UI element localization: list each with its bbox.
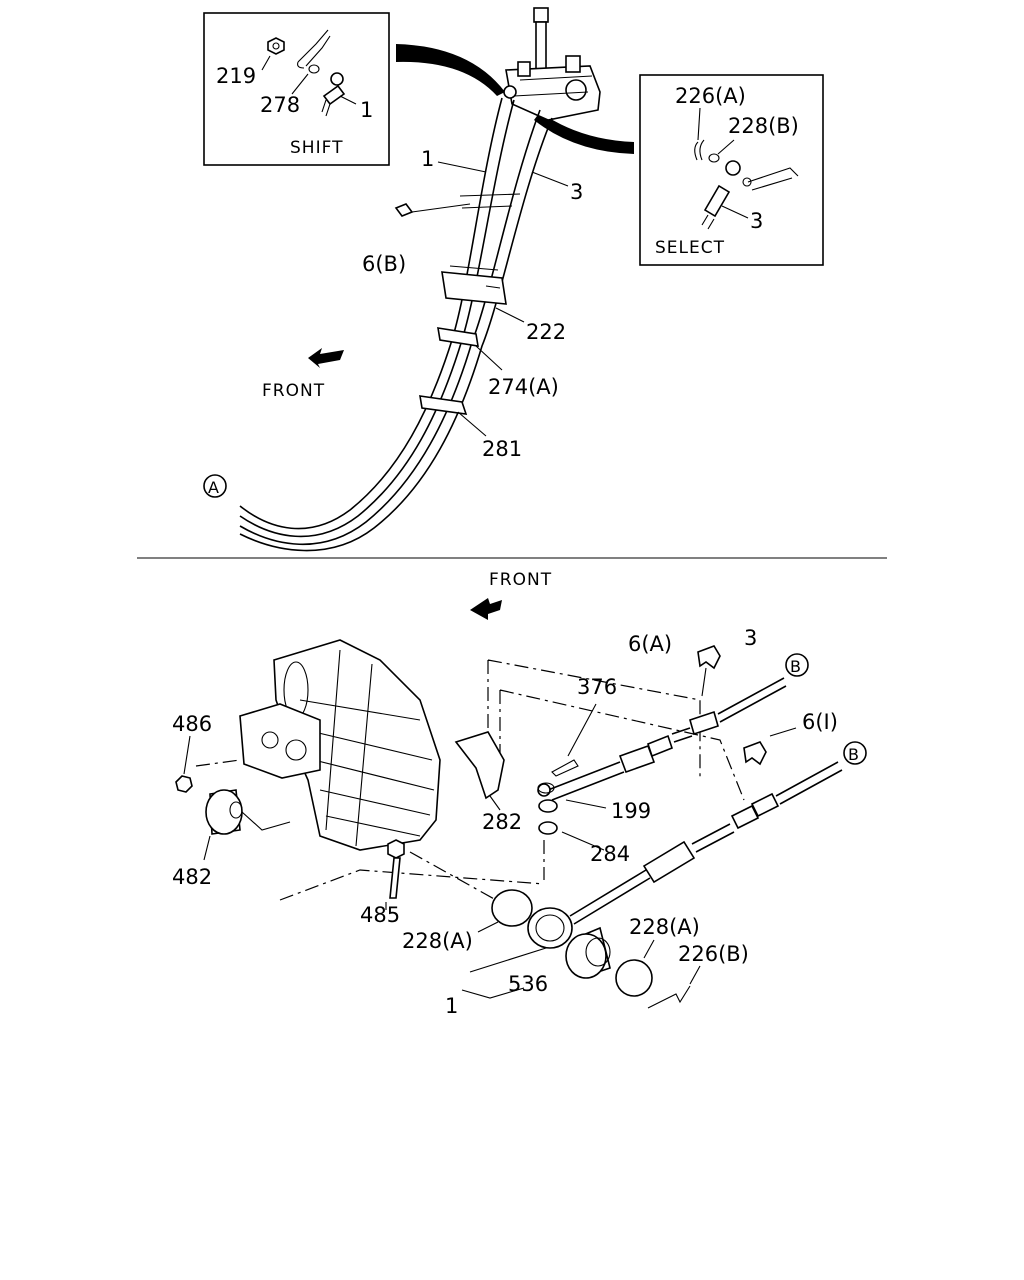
clamp-274a-icon [437,327,479,347]
label-228a-right: 228(A) [629,915,700,939]
washer-228b-icon [708,153,720,163]
circle-marker-a [203,474,227,498]
label-274a: 274(A) [488,375,559,399]
bushing-482-icon [205,789,243,835]
pin-376-icon [551,759,579,777]
select-bracket [747,167,799,191]
circle-marker-a-text: A [208,478,219,497]
bushing-536-icon [565,926,611,979]
label-376: 376 [577,675,617,699]
front-arrow-lower-icon [470,598,502,620]
shift-caption: SHIFT [290,138,343,158]
label-228b: 228(B) [728,114,799,138]
label-284: 284 [590,842,630,866]
bolt-485-icon [387,839,405,899]
ball-joint-select-icon [725,160,741,176]
clip-6a-icon [697,645,721,670]
circle-marker-b2-text: B [848,745,859,764]
label-226a: 226(A) [675,84,746,108]
label-6i: 6(I) [802,710,838,734]
shift-housing-icon [239,703,321,779]
select-caption: SELECT [655,238,725,258]
washer-228a-left-icon [491,889,533,927]
front-label-lower: FRONT [489,570,552,590]
select-rod-end-icon [703,184,731,218]
callout-arrow-shift [396,44,505,96]
washer-199-icon [537,782,555,794]
clip-6i-icon [743,741,767,766]
upper-section: 219 278 1 SHIFT 226(A) 228(B) 3 SELECT [203,7,824,552]
label-1-lower: 1 [445,994,458,1018]
label-482: 482 [172,865,212,889]
bracket-222-icon [441,271,507,305]
label-1-upper: 1 [421,147,434,171]
transmission-housing [239,639,441,851]
label-3-lower: 3 [744,626,757,650]
label-485: 485 [360,903,400,927]
label-486: 486 [172,712,212,736]
nut-219-icon [267,37,285,55]
label-281: 281 [482,437,522,461]
label-3-upper: 3 [570,180,583,204]
label-6a: 6(A) [628,632,672,656]
label-3-select: 3 [750,209,763,233]
washer-228a-right-icon [615,959,653,997]
cable-bundle [239,97,553,552]
label-536: 536 [508,972,548,996]
washer-278-icon [308,64,320,74]
clip-226b-icon [647,985,691,1009]
washer-199b-icon [538,799,558,813]
select-inset: 226(A) 228(B) 3 SELECT [639,74,824,266]
shift-inset: 219 278 1 SHIFT [203,12,390,166]
label-278: 278 [260,93,300,117]
shift-bracket [297,29,331,69]
sleeve-536-icon [527,907,573,949]
circle-marker-b2 [843,741,867,765]
select-inset-frame [639,74,824,266]
washer-284-icon [538,821,558,835]
clip-226a-icon [694,139,705,161]
lower-section: FRONT B [172,570,867,1018]
shift-inset-frame [203,12,390,166]
cable-1-lower [569,761,843,925]
circle-marker-b1-text: B [790,657,801,676]
label-219: 219 [216,64,256,88]
circle-marker-b1 [785,653,809,677]
clamp-281-icon [419,395,468,415]
label-226b: 226(B) [678,942,749,966]
label-228a-left: 228(A) [402,929,473,953]
label-6b: 6(B) [362,252,406,276]
label-282: 282 [482,810,522,834]
label-1-shift: 1 [360,98,373,122]
cable-3-lower [537,677,787,801]
label-199: 199 [611,799,651,823]
bracket-282-icon [454,731,505,800]
front-arrow-icon [308,348,344,368]
ball-joint-icon [321,72,346,117]
front-label-upper: FRONT [262,381,325,401]
shift-tower [503,7,601,121]
nut-486-icon [175,775,193,793]
callout-arrow-select [534,112,634,154]
clip-6b-icon [394,203,414,217]
label-222: 222 [526,320,566,344]
